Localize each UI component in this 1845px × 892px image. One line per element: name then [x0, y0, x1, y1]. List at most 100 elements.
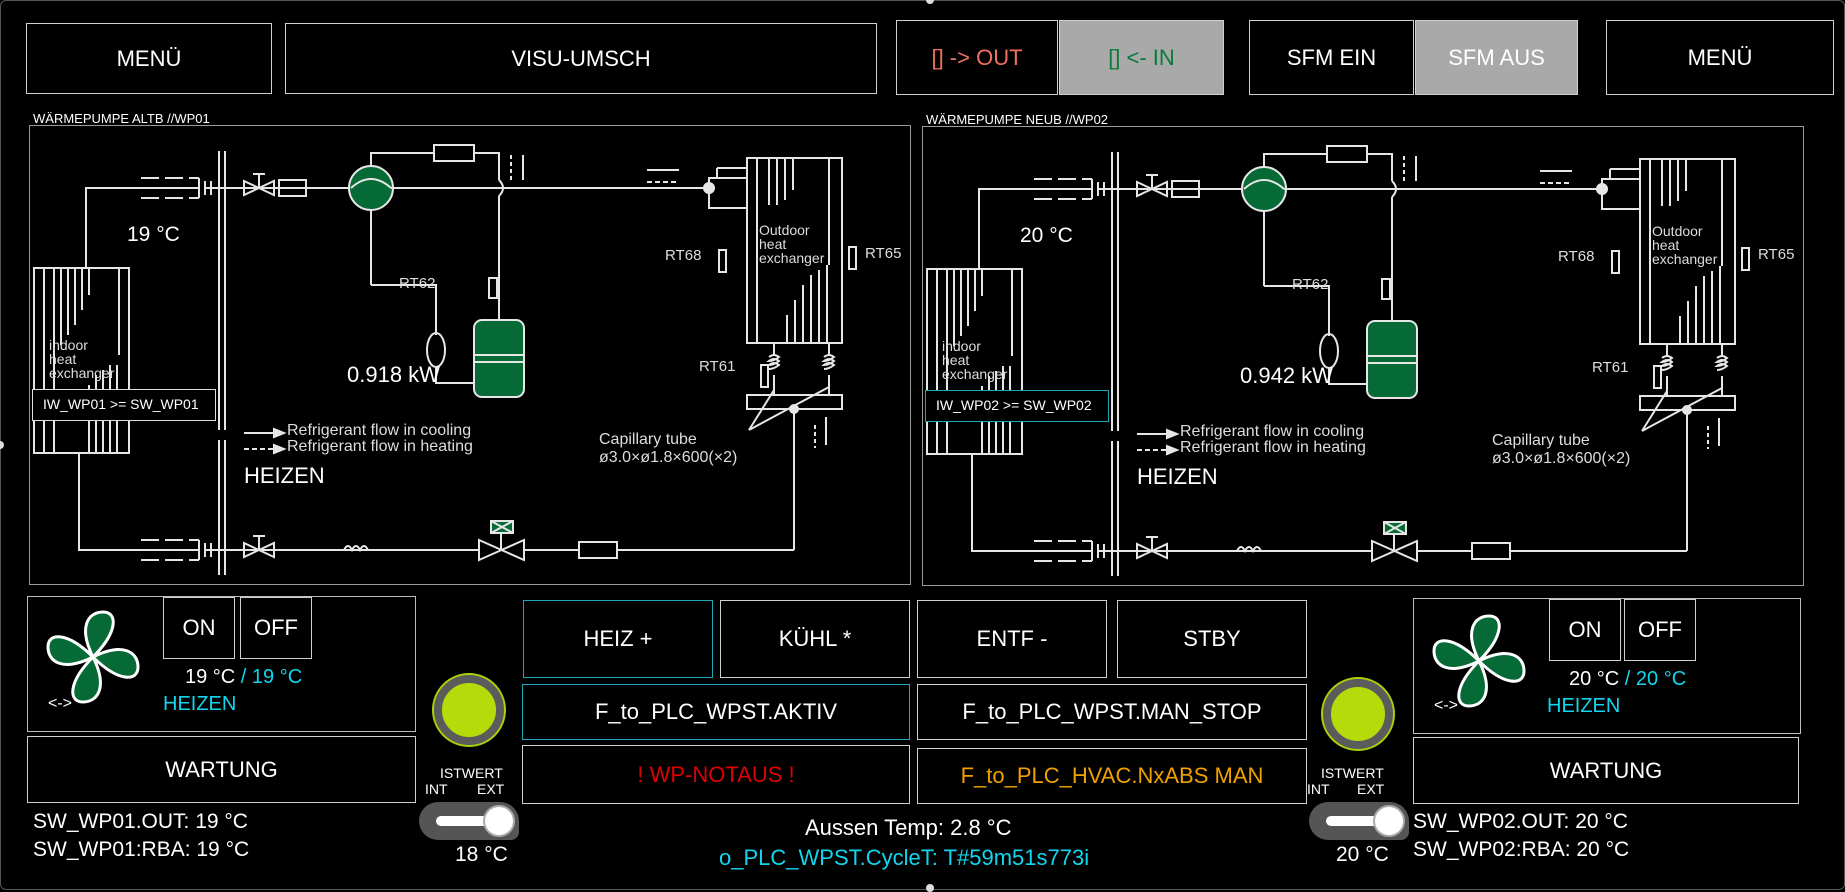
- outdoor-heat-exchanger-icon: [746, 157, 843, 344]
- service-valve-icon: [1136, 536, 1168, 560]
- muffler-icon: [1326, 145, 1368, 163]
- indoor-label-line: exchanger: [49, 365, 115, 381]
- out-button[interactable]: [] -> OUT: [896, 20, 1058, 95]
- service-valve-icon: [1136, 174, 1168, 198]
- four-way-valve-icon: [348, 152, 499, 285]
- fan-mode: HEIZEN: [1547, 695, 1621, 717]
- fan-direction: <->: [48, 695, 73, 712]
- in-button[interactable]: [] <- IN: [1059, 20, 1224, 95]
- wpst-man-stop-button[interactable]: F_to_PLC_WPST.MAN_STOP: [917, 684, 1307, 740]
- istwert-toggle-wp02[interactable]: [1309, 802, 1409, 840]
- outdoor-heat-exchanger-icon: [1639, 158, 1736, 345]
- fan-on-button[interactable]: ON: [163, 597, 235, 659]
- int-label-wp01: INT: [425, 781, 448, 797]
- heiz-button[interactable]: HEIZ +: [523, 600, 713, 678]
- compressor-power: 0.918 kW: [347, 362, 440, 387]
- indoor-label-line: heat: [942, 352, 970, 368]
- capillary-coil-icon: [766, 354, 781, 370]
- resize-handle-top[interactable]: [926, 0, 934, 4]
- fan-setpoint-temp: / 19 °C: [235, 666, 303, 688]
- sensor-label-rt65: RT65: [865, 245, 902, 262]
- menu-left-button[interactable]: MENÜ: [26, 23, 272, 94]
- fan-icon[interactable]: [1424, 611, 1534, 711]
- int-label-wp02: INT: [1307, 781, 1330, 797]
- resize-handle-bottom[interactable]: [926, 884, 934, 892]
- capillary-label: Capillary tube: [1492, 432, 1590, 449]
- sensor-label-rt65: RT65: [1758, 246, 1795, 263]
- fan-off-button[interactable]: OFF: [1624, 599, 1696, 661]
- legend-heating: Refrigerant flow in heating: [287, 438, 473, 455]
- rt61-sensor-icon: [760, 364, 769, 388]
- capillary-spec: ø3.0×ø1.8×600(×2): [599, 449, 738, 466]
- mode-label: HEIZEN: [244, 463, 325, 488]
- schematic-panel: [29, 125, 911, 585]
- four-way-valve-icon: [1241, 153, 1392, 286]
- legend-heating: Refrigerant flow in heating: [1180, 439, 1366, 456]
- rt65-sensor-icon: [1741, 247, 1750, 271]
- compressor-icon: [1366, 320, 1418, 399]
- capillary-coil-icon: [1659, 355, 1674, 371]
- sensor-label-rt61: RT61: [1592, 359, 1629, 376]
- rt-sensor-icon: [488, 277, 498, 299]
- service-valve-icon: [243, 535, 275, 559]
- muffler-icon: [433, 144, 475, 162]
- sfm-ein-button[interactable]: SFM EIN: [1249, 20, 1414, 95]
- sensor-label-rt62: RT62: [1292, 276, 1329, 293]
- outside-temperature: Aussen Temp: 2.8 °C: [805, 815, 1012, 840]
- unit-title: WÄRMEPUMPE NEUB //WP02: [926, 112, 1109, 127]
- rt68-sensor-icon: [1611, 250, 1620, 274]
- fan-panel-wp02: <-> ON OFF 20 °C / 20 °C HEIZEN: [1413, 598, 1801, 734]
- compare-status-badge: IW_WP02 >= SW_WP02: [925, 390, 1109, 422]
- legend-cooling: Refrigerant flow in cooling: [287, 422, 472, 439]
- compare-status-badge: IW_WP01 >= SW_WP01: [32, 389, 216, 421]
- visu-umsch-button[interactable]: VISU-UMSCH: [285, 23, 877, 94]
- rt-sensor-icon: [1381, 278, 1391, 300]
- rt61-sensor-icon: [1653, 365, 1662, 389]
- istwert-toggle-wp01[interactable]: [419, 802, 519, 840]
- compressor-power: 0.942 kW: [1240, 363, 1333, 388]
- hvac-nxabs-man-button[interactable]: F_to_PLC_HVAC.NxABS MAN: [917, 748, 1307, 804]
- toggle-value-wp01: 18 °C: [455, 843, 508, 866]
- sensor-label-rt61: RT61: [699, 358, 736, 375]
- pipe-temperature: 20 °C: [1020, 224, 1073, 247]
- sw-rba-wp01: SW_WP01:RBA: 19 °C: [33, 838, 250, 861]
- outdoor-label-line: Outdoor: [1652, 223, 1703, 239]
- wartung-button-wp02[interactable]: WARTUNG: [1413, 737, 1799, 804]
- wp-notaus-button[interactable]: ! WP-NOTAUS !: [522, 745, 910, 804]
- fan-actual-temp: 19 °C: [185, 666, 236, 688]
- indoor-label-line: indoor: [942, 338, 981, 354]
- compressor-icon: [473, 319, 525, 398]
- istwert-label-wp02: ISTWERT: [1321, 765, 1384, 781]
- fan-on-button[interactable]: ON: [1549, 599, 1621, 661]
- menu-right-button[interactable]: MENÜ: [1606, 20, 1834, 95]
- sw-rba-wp02: SW_WP02:RBA: 20 °C: [1413, 838, 1630, 861]
- rt68-sensor-icon: [718, 249, 727, 273]
- wpst-aktiv-button[interactable]: F_to_PLC_WPST.AKTIV: [522, 684, 910, 740]
- service-valve-icon: [243, 173, 275, 197]
- kuehl-button[interactable]: KÜHL *: [720, 600, 910, 678]
- entf-button[interactable]: ENTF -: [917, 600, 1107, 678]
- stby-button[interactable]: STBY: [1117, 600, 1307, 678]
- sw-out-wp02: SW_WP02.OUT: 20 °C: [1413, 810, 1628, 833]
- sensor-label-rt62: RT62: [399, 275, 436, 292]
- fan-off-button[interactable]: OFF: [240, 597, 312, 659]
- strainer-icon: [1471, 542, 1511, 560]
- capillary-label: Capillary tube: [599, 431, 697, 448]
- mode-label: HEIZEN: [1137, 464, 1218, 489]
- sfm-aus-button[interactable]: SFM AUS: [1415, 20, 1578, 95]
- expansion-valve-icon: [478, 520, 525, 562]
- fan-icon[interactable]: [38, 607, 148, 707]
- toggle-value-wp02: 20 °C: [1336, 843, 1389, 866]
- resize-handle-left[interactable]: [0, 441, 4, 449]
- wartung-button-wp01[interactable]: WARTUNG: [27, 736, 416, 803]
- ext-label-wp02: EXT: [1357, 781, 1385, 797]
- refrigerant-diagram: [33, 144, 857, 575]
- status-indicator-wp02: [1323, 679, 1393, 749]
- outdoor-label-line: heat: [759, 236, 787, 252]
- sw-out-wp01: SW_WP01.OUT: 19 °C: [33, 810, 248, 833]
- outdoor-label-line: Outdoor: [759, 222, 810, 238]
- ext-label-wp01: EXT: [477, 781, 505, 797]
- filter-icon: [1171, 180, 1200, 198]
